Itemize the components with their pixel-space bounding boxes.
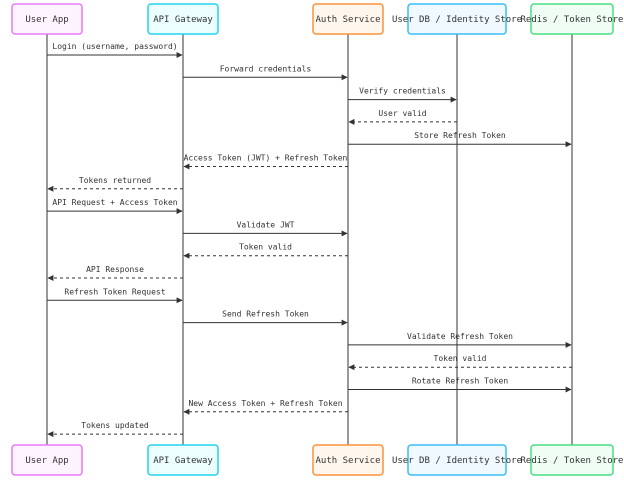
participant-top: Auth Service <box>312 3 384 35</box>
message: Tokens updated <box>47 421 183 438</box>
message-label: Forward credentials <box>220 64 312 73</box>
participant-top: User App <box>11 3 83 35</box>
participant-box <box>530 3 614 35</box>
participant-box <box>11 3 83 35</box>
message-label: Tokens returned <box>79 176 151 185</box>
message-label: Store Refresh Token <box>414 131 506 140</box>
message-label: Refresh Token Request <box>64 287 165 296</box>
message-label: New Access Token + Refresh Token <box>188 399 342 408</box>
participant-bottom: User App <box>11 444 83 476</box>
message: New Access Token + Refresh Token <box>183 399 348 415</box>
participant-label: User DB / Identity Store <box>392 15 522 25</box>
participant-label: Auth Service <box>315 15 380 25</box>
participant-label: Redis / Token Store <box>521 456 624 466</box>
message-label: API Request + Access Token <box>52 198 177 207</box>
message-label: Send Refresh Token <box>222 310 309 319</box>
message-label: Tokens updated <box>81 421 149 430</box>
participant-box <box>312 3 384 35</box>
message: Verify credentials <box>348 87 457 103</box>
participant-label: API Gateway <box>153 15 213 25</box>
participant-box <box>11 444 83 476</box>
message: Validate JWT <box>183 220 348 237</box>
message-label: Rotate Refresh Token <box>412 377 509 386</box>
message-label: Validate JWT <box>237 220 295 229</box>
participant-bottom: Redis / Token Store <box>521 444 624 476</box>
participant-top: User DB / Identity Store <box>392 3 522 35</box>
participant-label: Auth Service <box>315 456 380 466</box>
participant-label: User App <box>25 456 68 466</box>
message: Login (username, password) <box>47 42 183 58</box>
participant-bottom: User DB / Identity Store <box>392 444 522 476</box>
participant-box <box>312 444 384 476</box>
message-label: Login (username, password) <box>52 42 177 51</box>
message: User valid <box>348 109 457 125</box>
message: Validate Refresh Token <box>348 332 572 348</box>
participant-box <box>407 444 507 476</box>
participant-bottom: API Gateway <box>147 444 219 476</box>
message-label: Token valid <box>239 243 292 252</box>
message-label: Validate Refresh Token <box>407 332 513 341</box>
participant-box <box>530 444 614 476</box>
message: Tokens returned <box>47 176 183 192</box>
participant-top: API Gateway <box>147 3 219 35</box>
message-label: Access Token (JWT) + Refresh Token <box>184 154 348 163</box>
message: Send Refresh Token <box>183 310 348 326</box>
message: Token valid <box>348 354 572 371</box>
message-label: API Response <box>86 265 144 274</box>
participant-label: Redis / Token Store <box>521 15 624 25</box>
participant-label: API Gateway <box>153 456 213 466</box>
message: Access Token (JWT) + Refresh Token <box>183 154 348 170</box>
message-label: Verify credentials <box>359 87 446 96</box>
participant-box <box>147 444 219 476</box>
message: API Response <box>47 265 183 281</box>
participant-box <box>407 3 507 35</box>
message: Token valid <box>183 243 348 259</box>
message-label: User valid <box>378 109 426 118</box>
message: Store Refresh Token <box>348 131 572 148</box>
participant-bottom: Auth Service <box>312 444 384 476</box>
participant-box <box>147 3 219 35</box>
message: Forward credentials <box>183 64 348 81</box>
message-label: Token valid <box>434 354 487 363</box>
participant-label: User App <box>25 15 68 25</box>
participant-label: User DB / Identity Store <box>392 456 522 466</box>
participant-top: Redis / Token Store <box>521 3 624 35</box>
message: Rotate Refresh Token <box>348 377 572 393</box>
message: Refresh Token Request <box>47 287 183 304</box>
message: API Request + Access Token <box>47 198 183 215</box>
